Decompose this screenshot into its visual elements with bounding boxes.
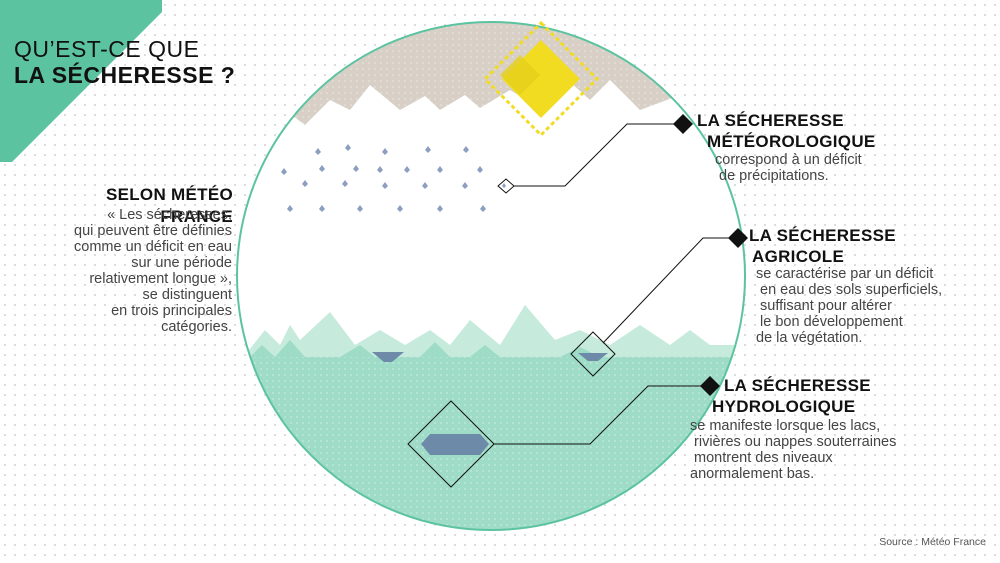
intro-text: « Les sécheresses, qui peuvent être défi… <box>74 207 232 335</box>
underground-lake <box>421 434 489 455</box>
category-2-heading-2: AGRICOLE <box>752 247 845 266</box>
corner-accent <box>0 0 162 162</box>
sun-icon <box>482 20 600 138</box>
agricultural-lake <box>578 353 608 361</box>
category-1-text: correspond à un déficit de précipitation… <box>715 152 862 184</box>
category-3-heading-2: HYDROLOGIQUE <box>712 397 856 416</box>
callout-3-marker <box>700 376 720 396</box>
source-label: Source : Météo France <box>879 536 986 548</box>
callout-1-marker <box>673 114 693 134</box>
category-2-heading-1: LA SÉCHERESSE <box>749 226 896 245</box>
callout-meteorological <box>497 123 683 194</box>
callout-agricultural <box>570 237 735 377</box>
category-1-heading-1: LA SÉCHERESSE <box>697 111 844 130</box>
raindrops <box>281 144 486 212</box>
small-lake <box>372 352 404 362</box>
intro-heading: SELON MÉTÉO FRANCE <box>105 185 233 226</box>
category-3-heading-1: LA SÉCHERESSE <box>724 376 871 395</box>
category-2-text: se caractérise par un déficit en eau des… <box>756 266 943 346</box>
title-line-1: QU’EST-CE QUE <box>14 36 200 62</box>
callout-hydrological <box>407 385 710 488</box>
category-3-text: se manifeste lorsque les lacs, rivières … <box>690 418 897 482</box>
category-1-heading-2: MÉTÉOROLOGIQUE <box>707 132 876 151</box>
title-line-2: LA SÉCHERESSE ? <box>14 62 236 88</box>
callout-2-marker <box>728 228 748 248</box>
